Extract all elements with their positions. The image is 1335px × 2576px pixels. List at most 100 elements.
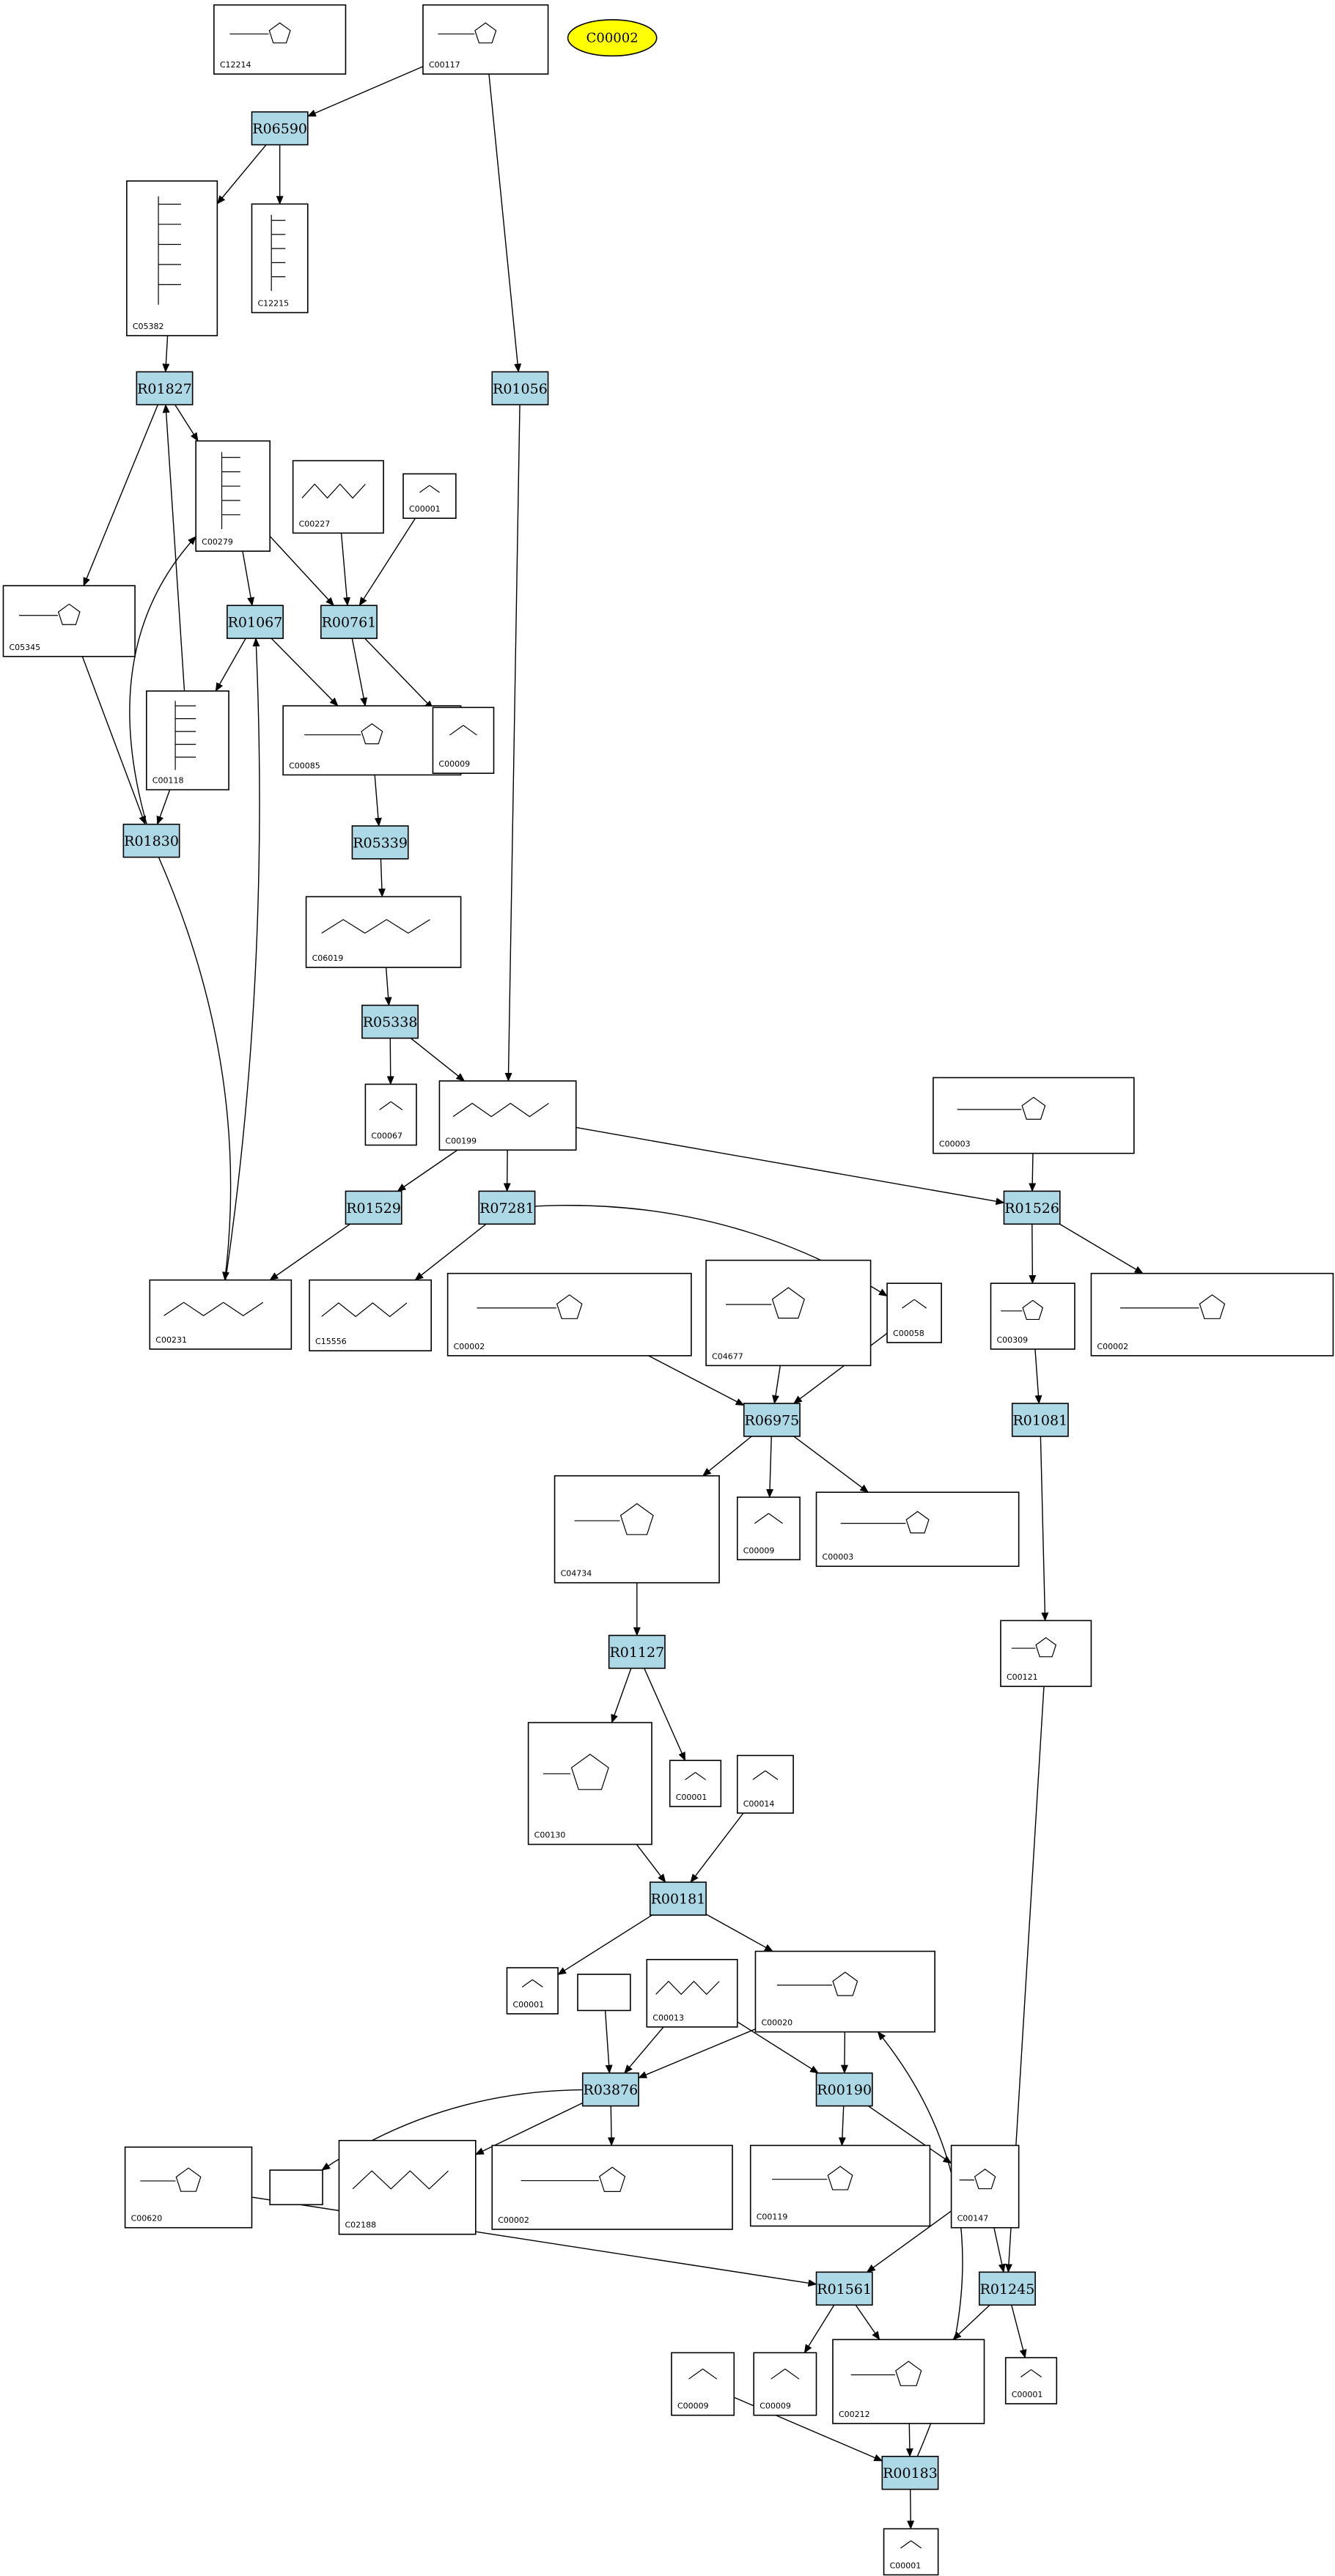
- compound-id-label: C00085: [289, 761, 320, 770]
- reaction-box: [478, 1190, 536, 1225]
- compound-id-label: C00067: [371, 1132, 402, 1141]
- compound-c02188[interactable]: C02188: [338, 2139, 477, 2235]
- highlight-id-label: C00002: [586, 31, 639, 46]
- compound-c00212[interactable]: C00212: [832, 2339, 985, 2424]
- compound-c00009a[interactable]: C00009: [432, 706, 495, 774]
- compound-id-label: C00001: [676, 1793, 707, 1802]
- compound-id-label: C00001: [409, 504, 441, 514]
- compound-c00003a[interactable]: C00003: [933, 1077, 1135, 1154]
- compound-c00117[interactable]: C00117: [422, 4, 549, 75]
- compound-c12215[interactable]: C12215: [251, 203, 309, 314]
- reaction-box: [581, 2072, 639, 2107]
- compound-c00001e[interactable]: C00001: [883, 2528, 939, 2576]
- compound-c12214[interactable]: C12214: [213, 4, 347, 75]
- reaction-id-label: R00181: [651, 1892, 706, 1908]
- compound-c00020[interactable]: C00020: [754, 1950, 935, 2033]
- compound-c00620[interactable]: C00620: [124, 2146, 253, 2229]
- reaction-r01526[interactable]: R01526: [1003, 1190, 1061, 1225]
- compound-id-label: C00003: [823, 1552, 854, 1562]
- reaction-r01081[interactable]: R01081: [1011, 1403, 1069, 1437]
- compound-c05382[interactable]: C05382: [126, 180, 218, 336]
- reaction-r01056[interactable]: R01056: [491, 371, 549, 406]
- compound-cblank1[interactable]: [577, 1974, 631, 2012]
- edge-c00117-to-r01056: [488, 73, 522, 373]
- reaction-id-label: R01561: [817, 2281, 872, 2298]
- compound-cblank2[interactable]: [269, 2169, 323, 2206]
- compound-c00001c[interactable]: C00001: [506, 1967, 559, 2015]
- compound-c00001b[interactable]: C00001: [669, 1760, 722, 1807]
- reaction-r00190[interactable]: R00190: [815, 2072, 873, 2107]
- compound-c00014[interactable]: C00014: [736, 1754, 794, 1814]
- highlight-compound[interactable]: C00002: [567, 19, 658, 57]
- reaction-box: [649, 1881, 707, 1916]
- edge-r07281-to-c15556: [414, 1223, 487, 1281]
- compound-c06019[interactable]: C06019: [305, 896, 462, 968]
- compound-c04677[interactable]: C04677: [705, 1259, 872, 1367]
- compound-c00119[interactable]: C00119: [749, 2144, 931, 2227]
- reaction-r03876[interactable]: R03876: [581, 2072, 639, 2107]
- edge-c00279-to-r00761: [269, 536, 334, 606]
- edge-r00761-to-c00085: [351, 638, 368, 707]
- compound-c00121[interactable]: C00121: [1000, 1620, 1092, 1687]
- reaction-r07281[interactable]: R07281: [478, 1190, 536, 1225]
- compound-id-label: C00199: [445, 1136, 477, 1145]
- compound-box: [364, 1083, 417, 1146]
- edge-c00058-to-r06975: [792, 1332, 888, 1404]
- compound-id-label: C00009: [677, 2402, 709, 2411]
- reaction-r01127[interactable]: R01127: [608, 1634, 666, 1669]
- reaction-r01245[interactable]: R01245: [978, 2271, 1036, 2306]
- compound-c00231[interactable]: C00231: [149, 1279, 293, 1350]
- compound-c00067[interactable]: C00067: [364, 1083, 417, 1146]
- reaction-r01830[interactable]: R01830: [122, 823, 180, 858]
- compound-id-label: C00119: [757, 2212, 788, 2221]
- reaction-r05339[interactable]: R05339: [351, 825, 409, 860]
- compound-box: [950, 2144, 1020, 2229]
- reaction-r01067[interactable]: R01067: [227, 605, 284, 639]
- compound-box: [195, 440, 271, 552]
- compound-c04734[interactable]: C04734: [554, 1475, 720, 1584]
- compound-c00013[interactable]: C00013: [646, 1958, 738, 2028]
- compound-box: [1090, 1272, 1334, 1357]
- edge-c00231-to-r01067: [224, 638, 260, 1280]
- compound-c00227[interactable]: C00227: [292, 460, 384, 534]
- compound-c00009c[interactable]: C00009: [671, 2352, 735, 2416]
- reaction-r01827[interactable]: R01827: [136, 371, 194, 406]
- compound-c15556[interactable]: C15556: [309, 1279, 432, 1351]
- compound-c00003b[interactable]: C00003: [815, 1491, 1020, 1568]
- reaction-id-label: R05339: [353, 835, 408, 851]
- compound-c00199[interactable]: C00199: [438, 1080, 577, 1151]
- reaction-r00181[interactable]: R00181: [649, 1881, 707, 1916]
- ring-glyph: [832, 1971, 858, 1996]
- compound-c00002b[interactable]: C00002: [1090, 1272, 1334, 1357]
- compound-c00009b[interactable]: C00009: [736, 1496, 801, 1561]
- edge-r05338-to-c00199: [410, 1038, 466, 1082]
- compound-c00009d[interactable]: C00009: [753, 2352, 817, 2416]
- reaction-r06590[interactable]: R06590: [251, 111, 309, 146]
- compound-c00002c[interactable]: C00002: [491, 2144, 733, 2230]
- reaction-r01529[interactable]: R01529: [345, 1190, 402, 1225]
- bond-glyph: [752, 1770, 766, 1780]
- compound-c00001a[interactable]: C00001: [402, 473, 457, 519]
- compound-c00001d[interactable]: C00001: [1004, 2357, 1058, 2405]
- compound-id-label: C00013: [652, 2013, 684, 2023]
- compound-c00279[interactable]: C00279: [195, 440, 271, 552]
- compound-c00147[interactable]: C00147: [950, 2144, 1020, 2229]
- compound-c00058[interactable]: C00058: [886, 1283, 942, 1343]
- reaction-r01561[interactable]: R01561: [815, 2271, 873, 2306]
- reaction-r00761[interactable]: R00761: [320, 605, 378, 639]
- reaction-id-label: R01127: [609, 1645, 664, 1661]
- ring-glyph: [1035, 1636, 1057, 1658]
- compound-c00309[interactable]: C00309: [990, 1283, 1075, 1350]
- compound-c00118[interactable]: C00118: [146, 690, 229, 791]
- reaction-r06975[interactable]: R06975: [743, 1403, 801, 1437]
- bond-glyph: [379, 1101, 391, 1110]
- reaction-r05338[interactable]: R05338: [361, 1004, 419, 1039]
- compound-box: [554, 1475, 720, 1584]
- compound-id-label: C05345: [9, 643, 40, 652]
- compound-box: [1000, 1620, 1092, 1687]
- compound-c00130[interactable]: C00130: [527, 1721, 652, 1845]
- compound-c00002a[interactable]: C00002: [446, 1272, 692, 1357]
- reaction-r00183[interactable]: R00183: [881, 2455, 939, 2490]
- bond-glyph: [429, 484, 440, 493]
- compound-c05345[interactable]: C05345: [2, 585, 136, 657]
